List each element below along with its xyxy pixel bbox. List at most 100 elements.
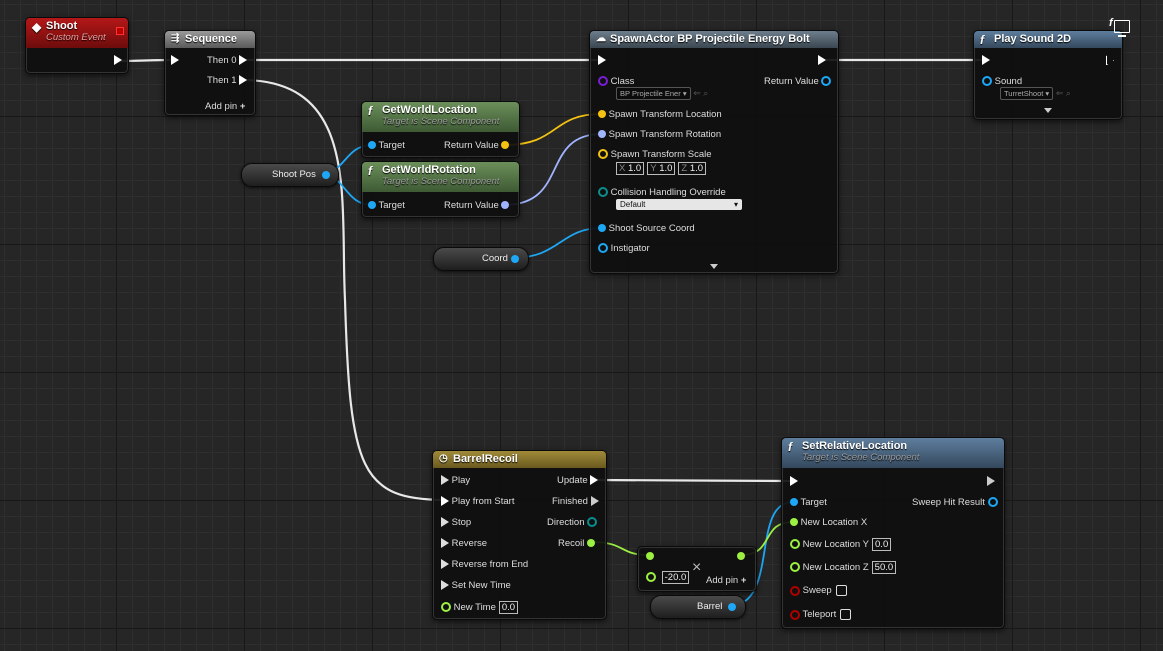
multiply-input-a-pin[interactable] (646, 552, 654, 561)
return-label: Return Value (764, 76, 819, 87)
node-title: SetRelativeLocation (802, 440, 908, 452)
barrel-recoil-timeline-node[interactable]: ◷ BarrelRecoil Play Play from Start Stop… (432, 450, 607, 620)
function-icon: f (368, 164, 372, 178)
multiply-value-field[interactable]: -20.0 (661, 571, 690, 584)
node-title: SpawnActor BP Projectile Energy Bolt (610, 33, 810, 45)
exec-out-pin[interactable] (818, 55, 826, 66)
function-icon: f (788, 440, 792, 454)
barrel-variable[interactable]: Barrel (650, 595, 746, 619)
scale-z-value: 1.0 (689, 163, 704, 174)
location-pin[interactable] (598, 110, 606, 119)
new-location-z-field[interactable]: 50.0 (871, 561, 897, 574)
exec-out-pin[interactable] (987, 476, 995, 487)
shoot-event-node[interactable]: ◆ Shoot Custom Event (25, 17, 129, 74)
multiply-output-pin[interactable] (737, 552, 745, 561)
expand-arrow-icon[interactable] (710, 264, 718, 269)
set-relative-location-node[interactable]: f SetRelativeLocation Target is Scene Co… (781, 437, 1005, 629)
recoil-pin[interactable] (587, 539, 596, 548)
scale-z-field[interactable]: Z 1.0 (678, 162, 707, 175)
coord-variable[interactable]: Coord (433, 247, 529, 271)
scale-y-field[interactable]: Y 1.0 (647, 162, 676, 175)
browse-icon[interactable]: ⇐ ⌕ (1055, 88, 1071, 98)
collision-dropdown[interactable]: Default▾ (616, 199, 742, 210)
new-location-y-pin[interactable] (790, 539, 800, 550)
node-title: Sequence (185, 33, 237, 45)
reverse-pin[interactable] (441, 538, 449, 549)
get-world-rotation-node[interactable]: f GetWorldRotation Target is Scene Compo… (361, 161, 520, 218)
sound-dropdown[interactable]: TurretShoot ▾ (1000, 87, 1054, 100)
then0-pin[interactable] (239, 55, 248, 66)
exec-in-pin[interactable] (790, 476, 798, 487)
set-new-time-pin[interactable] (441, 580, 449, 591)
exec-out-pin[interactable] (1106, 55, 1114, 66)
target-pin[interactable] (368, 141, 376, 150)
new-location-z-label: New Location Z (802, 562, 869, 573)
stop-pin[interactable] (441, 517, 449, 528)
delegate-pin[interactable] (116, 27, 124, 35)
scale-y-value: 1.0 (659, 163, 673, 174)
add-pin-button[interactable]: Add pin + (205, 101, 245, 112)
new-time-value: 0.0 (501, 602, 516, 613)
target-label: Target (800, 497, 827, 508)
instigator-label: Instigator (610, 243, 650, 254)
spawn-actor-node[interactable]: ☁ SpawnActor BP Projectile Energy Bolt C… (589, 30, 839, 274)
sweep-hit-pin[interactable] (987, 497, 998, 508)
target-pin[interactable] (368, 201, 376, 210)
reverse-from-end-pin[interactable] (441, 559, 449, 570)
sweep-checkbox[interactable] (835, 585, 847, 596)
add-pin-label: Add pin (706, 575, 739, 586)
new-location-y-field[interactable]: 0.0 (872, 538, 892, 551)
shoot-pos-variable[interactable]: Shoot Pos (241, 163, 339, 187)
rotation-pin[interactable] (598, 130, 606, 139)
variable-out-pin[interactable] (322, 171, 330, 179)
exec-in-pin[interactable] (598, 55, 606, 66)
then1-pin[interactable] (239, 75, 248, 86)
play-from-start-pin[interactable] (441, 496, 449, 507)
exec-in-pin[interactable] (982, 55, 990, 66)
play-sound-2d-node[interactable]: f Play Sound 2D Sound TurretShoot ▾ ⇐ ⌕ (973, 30, 1123, 120)
new-location-z-pin[interactable] (790, 562, 800, 573)
target-pin[interactable] (790, 498, 798, 507)
scale-pin[interactable] (598, 149, 608, 160)
finished-pin[interactable] (590, 496, 599, 507)
spawn-icon: ☁ (596, 33, 606, 44)
new-location-y-label: New Location Y (802, 539, 870, 550)
return-pin[interactable] (821, 76, 832, 87)
reverse-label: Reverse (451, 538, 488, 549)
variable-out-pin[interactable] (511, 255, 519, 263)
instigator-pin[interactable] (598, 243, 608, 254)
multiply-node[interactable]: -20.0 × Add pin + (637, 546, 757, 592)
teleport-pin[interactable] (790, 609, 800, 620)
class-pin[interactable] (598, 76, 608, 87)
scale-x-field[interactable]: X 1.0 (616, 162, 645, 175)
sequence-node[interactable]: ⇶ Sequence Then 0 Then 1 Add pin + (164, 30, 256, 116)
exec-in-pin[interactable] (171, 55, 179, 66)
sweep-hit-label: Sweep Hit Result (912, 497, 985, 508)
function-icon: f (980, 33, 984, 47)
variable-out-pin[interactable] (728, 603, 736, 611)
expand-arrow-icon[interactable] (1044, 108, 1052, 113)
direction-pin[interactable] (587, 517, 598, 528)
new-time-field[interactable]: 0.0 (498, 601, 519, 614)
browse-icon[interactable]: ⇐ ⌕ (693, 88, 709, 98)
get-world-location-node[interactable]: f GetWorldLocation Target is Scene Compo… (361, 101, 520, 158)
node-title: BarrelRecoil (453, 453, 518, 465)
add-pin-label: Add pin (205, 101, 238, 112)
exec-out-pin[interactable] (114, 55, 122, 66)
multiply-input-b-pin[interactable] (646, 572, 656, 583)
class-dropdown[interactable]: BP Projectile Ener ▾ (616, 87, 691, 100)
return-vector-pin[interactable] (501, 141, 510, 150)
return-rotator-pin[interactable] (501, 201, 510, 210)
new-location-x-pin[interactable] (790, 518, 798, 527)
teleport-checkbox[interactable] (840, 609, 852, 620)
update-pin[interactable] (590, 475, 599, 486)
source-pin[interactable] (598, 224, 606, 233)
sound-pin[interactable] (982, 76, 992, 87)
new-time-pin[interactable] (441, 602, 451, 613)
set-new-time-label: Set New Time (451, 580, 511, 591)
collision-pin[interactable] (598, 187, 608, 198)
sweep-pin[interactable] (790, 585, 800, 596)
event-diamond-icon: ◆ (32, 20, 42, 34)
play-pin[interactable] (441, 475, 449, 486)
add-pin-button[interactable]: Add pin + (706, 575, 746, 586)
